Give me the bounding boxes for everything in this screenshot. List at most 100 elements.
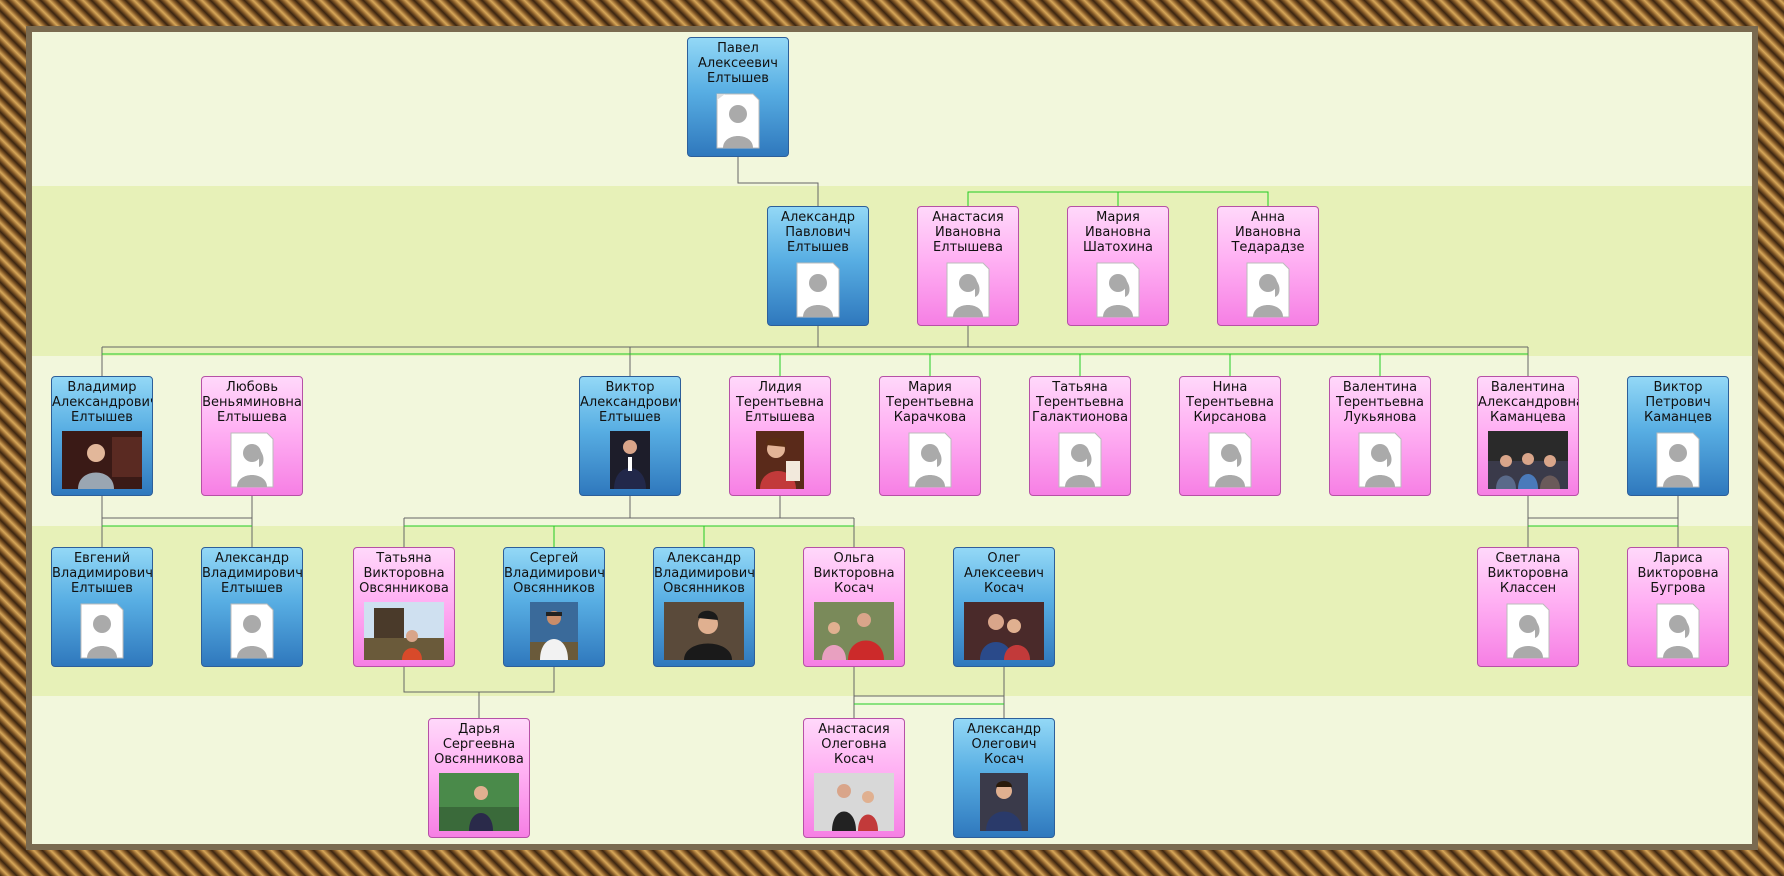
placeholder-silhouette-icon (946, 262, 990, 318)
middle-name: Александрович (580, 395, 681, 410)
first-name: Нина (1212, 380, 1248, 395)
middle-name: Владимирович (504, 566, 605, 581)
first-name: Лариса (1653, 551, 1703, 566)
person-card-larisa-v[interactable]: Лариса Викторовна Бугрова (1627, 547, 1729, 667)
last-name: Каманцева (1490, 410, 1566, 425)
parent-link (1527, 496, 1679, 519)
first-name: Сергей (529, 551, 579, 566)
middle-name: Терентьевна (1335, 395, 1425, 410)
person-card-viktor-a[interactable]: Виктор Александрович Елтышев (579, 376, 681, 496)
person-card-anastasia-i[interactable]: Анастасия Ивановна Елтышева (917, 206, 1019, 326)
person-card-lyubov-v[interactable]: Любовь Веньяминовна Елтышева (201, 376, 303, 496)
person-card-oleg-a[interactable]: Олег Алексеевич Косач (953, 547, 1055, 667)
middle-name: Терентьевна (1185, 395, 1275, 410)
first-name: Олег (987, 551, 1021, 566)
first-name: Валентина (1490, 380, 1566, 395)
person-card-anna-i[interactable]: Анна Ивановна Тедарадзе (1217, 206, 1319, 326)
first-name: Виктор (605, 380, 655, 395)
last-name: Елтышева (745, 410, 815, 425)
middle-name: Владимирович (202, 566, 303, 581)
person-card-anastasia-o[interactable]: Анастасия Олеговна Косач (803, 718, 905, 838)
first-name: Александр (215, 551, 289, 566)
middle-name: Веньяминовна (202, 395, 302, 410)
last-name: Бугрова (1650, 581, 1706, 596)
middle-name: Олеговна (821, 737, 887, 752)
placeholder-silhouette-icon (1506, 603, 1550, 659)
first-name: Евгений (73, 551, 131, 566)
last-name: Елтышева (217, 410, 287, 425)
person-card-evgeniy-v[interactable]: Евгений Владимирович Елтышев (51, 547, 153, 667)
person-card-vladimir-a[interactable]: Владимир Александрович Елтышев (51, 376, 153, 496)
person-card-viktor-p[interactable]: Виктор Петрович Каманцев (1627, 376, 1729, 496)
last-name: Овсянникова (434, 752, 524, 767)
first-name: Виктор (1653, 380, 1703, 395)
person-card-pavel[interactable]: Павел Алексеевич Елтышев (687, 37, 789, 157)
person-photo (980, 773, 1028, 831)
person-photo (364, 602, 444, 660)
placeholder-silhouette-icon (1058, 432, 1102, 488)
middle-name: Владимирович (654, 566, 755, 581)
last-name: Овсянников (663, 581, 745, 596)
placeholder-silhouette-icon (716, 93, 760, 149)
first-name: Дарья (458, 722, 500, 737)
person-card-maria-i[interactable]: Мария Ивановна Шатохина (1067, 206, 1169, 326)
person-card-sergey-v[interactable]: Сергей Владимирович Овсянников (503, 547, 605, 667)
person-card-maria-t[interactable]: Мария Терентьевна Карачкова (879, 376, 981, 496)
placeholder-silhouette-icon (1246, 262, 1290, 318)
first-name: Ольга (833, 551, 875, 566)
person-photo (814, 602, 894, 660)
first-name: Анастасия (818, 722, 890, 737)
first-name: Анна (1251, 210, 1285, 225)
middle-name: Терентьевна (1035, 395, 1125, 410)
first-name: Александр (967, 722, 1041, 737)
last-name: Классен (1499, 581, 1557, 596)
middle-name: Викторовна (813, 566, 895, 581)
placeholder-silhouette-icon (1358, 432, 1402, 488)
person-photo (1488, 431, 1568, 489)
middle-name: Александровна (1478, 395, 1579, 410)
person-card-nina-t[interactable]: Нина Терентьевна Кирсанова (1179, 376, 1281, 496)
person-card-valentina-a[interactable]: Валентина Александровна Каманцева (1477, 376, 1579, 496)
connector-lines (101, 157, 1679, 718)
middle-name: Александрович (52, 395, 153, 410)
person-card-tatiana-v[interactable]: Татьяна Викторовна Овсянникова (353, 547, 455, 667)
middle-name: Олегович (971, 737, 1037, 752)
last-name: Косач (834, 752, 874, 767)
parent-link (853, 666, 1005, 697)
last-name: Карачкова (893, 410, 967, 425)
person-card-aleksandr-o[interactable]: Александр Олегович Косач (953, 718, 1055, 838)
first-name: Любовь (225, 380, 278, 395)
parent-link (101, 496, 253, 519)
first-name: Владимир (67, 380, 137, 395)
middle-name: Ивановна (1085, 225, 1151, 240)
person-card-aleksandr-v[interactable]: Александр Владимирович Елтышев (201, 547, 303, 667)
person-photo (610, 431, 650, 489)
last-name: Кирсанова (1193, 410, 1267, 425)
first-name: Анастасия (932, 210, 1004, 225)
first-name: Павел (717, 41, 759, 56)
person-card-aleksandr-p[interactable]: Александр Павлович Елтышев (767, 206, 869, 326)
person-photo (62, 431, 142, 489)
placeholder-silhouette-icon (230, 432, 274, 488)
middle-name: Петрович (1645, 395, 1711, 410)
middle-name: Терентьевна (885, 395, 975, 410)
last-name: Косач (984, 752, 1024, 767)
last-name: Елтышев (599, 410, 661, 425)
person-card-aleksandr-vo[interactable]: Александр Владимирович Овсянников (653, 547, 755, 667)
person-card-darya-s[interactable]: Дарья Сергеевна Овсянникова (428, 718, 530, 838)
person-card-valentina-t[interactable]: Валентина Терентьевна Лукьянова (1329, 376, 1431, 496)
person-card-olga-v[interactable]: Ольга Викторовна Косач (803, 547, 905, 667)
person-photo (756, 431, 804, 489)
placeholder-silhouette-icon (1096, 262, 1140, 318)
generation-band-1 (32, 32, 1752, 186)
person-card-svetlana-v[interactable]: Светлана Викторовна Классен (1477, 547, 1579, 667)
middle-name: Терентьевна (735, 395, 825, 410)
person-card-tatiana-t[interactable]: Татьяна Терентьевна Галактионова (1029, 376, 1131, 496)
first-name: Мария (1096, 210, 1140, 225)
family-tree-canvas: Павел Алексеевич Елтышев Александр Павло… (32, 32, 1752, 844)
person-photo (664, 602, 744, 660)
last-name: Елтышев (71, 581, 133, 596)
person-card-lidia-t[interactable]: Лидия Терентьевна Елтышева (729, 376, 831, 496)
middle-name: Викторовна (1637, 566, 1719, 581)
first-name: Лидия (758, 380, 802, 395)
